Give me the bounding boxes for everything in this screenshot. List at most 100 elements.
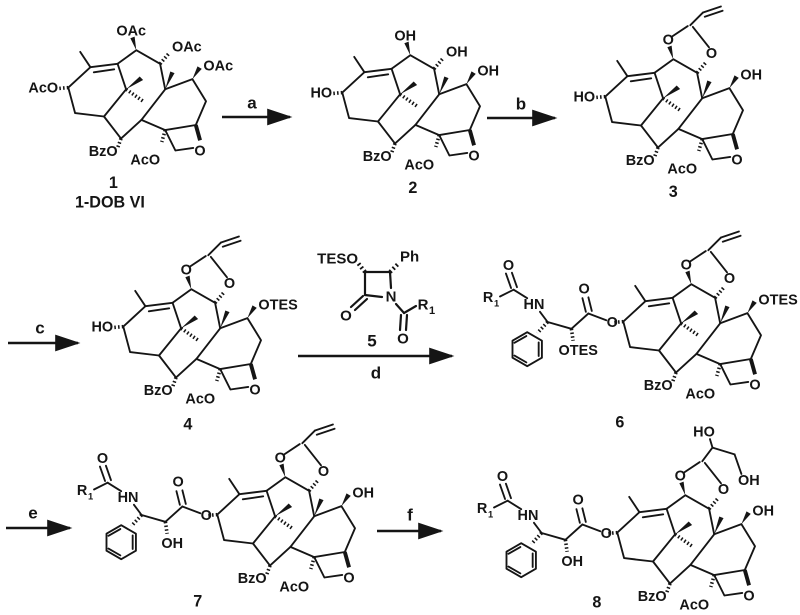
r-group-subscript: 1 — [494, 298, 499, 308]
benzoate-label: BzO — [144, 383, 173, 399]
benzoate-label: BzO — [363, 149, 392, 165]
ester-carbonyl-oxygen-label: O — [573, 493, 584, 509]
side-chain-group: R 1 O HN OH O O — [477, 469, 612, 579]
c13-substituent-label: HO — [91, 319, 113, 335]
ester-oxygen-label: O — [601, 526, 612, 542]
r-group-label: R — [483, 290, 494, 306]
ester-carbonyl-oxygen-label: O — [579, 282, 590, 298]
dioxolane-o1-label: O — [675, 469, 686, 485]
side-chain-skeleton — [492, 481, 603, 579]
glycol-chain — [701, 438, 743, 475]
dioxolane-o1-label: O — [681, 258, 692, 274]
taxane-skeleton — [205, 461, 357, 580]
dioxolane-ring — [189, 255, 228, 279]
n-acyl-bond — [394, 302, 406, 315]
acetate-label: AcO — [667, 162, 697, 178]
lactam-bond — [388, 270, 393, 290]
c7-substituent-label: OH — [752, 503, 774, 519]
arrow-d-label: d — [371, 364, 381, 383]
c2-prime-label: OH — [561, 554, 583, 570]
dioxolane-o1-label: O — [181, 263, 192, 279]
compound-7: R 1 O HN OH O O O O OH BzO AcO O 7 — [77, 423, 374, 610]
r-group-label: R — [418, 297, 429, 314]
r-group-label: R — [477, 501, 488, 517]
c9-substituent-label: OAc — [172, 40, 202, 56]
acyl-r-bond — [402, 304, 418, 315]
compound-number: 3 — [669, 183, 678, 201]
compound-number: 6 — [615, 414, 624, 432]
ester-carbonyl-oxygen-label: O — [173, 475, 184, 491]
arrow-c: c — [8, 319, 81, 352]
c9-substituent-label: OH — [446, 45, 468, 61]
r-group-subscript: 1 — [88, 491, 93, 501]
acyl-oxygen-label: O — [397, 331, 409, 348]
taxane-group: O O OH BzO AcO O 7 — [193, 423, 374, 610]
benzoate-label: BzO — [644, 378, 673, 394]
taxane-skeleton — [593, 43, 745, 162]
compound-5: TESO Ph N O O R 1 5 — [317, 249, 435, 351]
amide-nh-label: HN — [524, 297, 545, 313]
lactam-bond — [363, 293, 384, 299]
c10-substituent-label: OH — [394, 29, 416, 45]
arrow-a: a — [222, 94, 293, 126]
compound-number: 1 — [109, 174, 118, 192]
dioxolane-o2-label: O — [718, 482, 729, 498]
ketone-double-bond — [353, 297, 369, 312]
r-group-label: R — [77, 483, 88, 499]
arrow-f-label: f — [407, 506, 413, 525]
compound-number: 4 — [183, 415, 192, 433]
acetate-label: AcO — [130, 153, 160, 169]
amide-oxygen-label: O — [503, 258, 514, 274]
phenyl-label: Ph — [400, 249, 419, 266]
compound-number: 7 — [193, 592, 202, 610]
arrow-e: e — [6, 504, 73, 537]
dioxolane-o2-label: O — [724, 271, 735, 287]
acetate-label: AcO — [404, 158, 434, 174]
arrow-f: f — [377, 506, 444, 540]
compound-name: 1-DOB VI — [75, 193, 145, 211]
taxane-skeleton — [111, 273, 263, 392]
acetate-label: AcO — [679, 598, 709, 614]
dioxolane-o1-label: O — [275, 451, 286, 467]
taxane-group: O O OTES BzO AcO O 6 — [611, 230, 798, 432]
compound-3: HO O O OH BzO AcO O 3 — [573, 5, 762, 201]
vinyl-group — [689, 5, 724, 27]
teso-label: TESO — [317, 251, 358, 268]
oxetane-oxygen-label: O — [731, 152, 742, 168]
vinyl-group — [301, 423, 336, 445]
arrow-b-label: b — [516, 95, 526, 114]
c7-substituent-label: OAc — [203, 58, 233, 74]
amide-oxygen-label: O — [97, 451, 108, 467]
oxetane-oxygen-label: O — [743, 588, 754, 604]
acetate-label: AcO — [185, 392, 215, 408]
ketone-double-bond — [349, 294, 365, 309]
c13-substituent-label: AcO — [28, 80, 58, 96]
c7-substituent-label: OH — [477, 63, 499, 79]
side-chain-skeleton — [92, 463, 203, 561]
benzoate-label: BzO — [238, 571, 267, 587]
dioxolane-o1-label: O — [663, 33, 674, 49]
amide-nh-label: HN — [518, 508, 539, 524]
vinyl-group — [207, 235, 242, 257]
benzoate-label: BzO — [626, 153, 655, 169]
amide-nh-label: HN — [118, 490, 139, 506]
dioxolane-ring — [683, 461, 722, 485]
acyl-double-bond — [404, 313, 409, 332]
acyl-double-bond — [398, 313, 403, 332]
c7-substituent-label: OTES — [258, 297, 298, 313]
ketone-oxygen-label: O — [340, 308, 352, 325]
dioxolane-o2-label: O — [224, 276, 235, 292]
phenyl-hash-bond — [388, 262, 400, 274]
compound-1: AcO OAc OAc OAc BzO AcO O 1 1-DOB VI — [28, 24, 233, 212]
acetate-label: AcO — [685, 387, 715, 403]
benzoate-label: BzO — [638, 589, 667, 605]
compound-number: 5 — [367, 332, 376, 351]
ester-oxygen-label: O — [201, 508, 212, 524]
c10-substituent-label: OAc — [116, 24, 146, 40]
arrow-d: d — [298, 347, 455, 383]
side-chain-group: R 1 O HN OTES O O — [483, 258, 618, 368]
dioxolane-ring — [671, 25, 710, 49]
teso-hash-bond — [356, 261, 367, 274]
arrow-a-label: a — [247, 94, 257, 113]
